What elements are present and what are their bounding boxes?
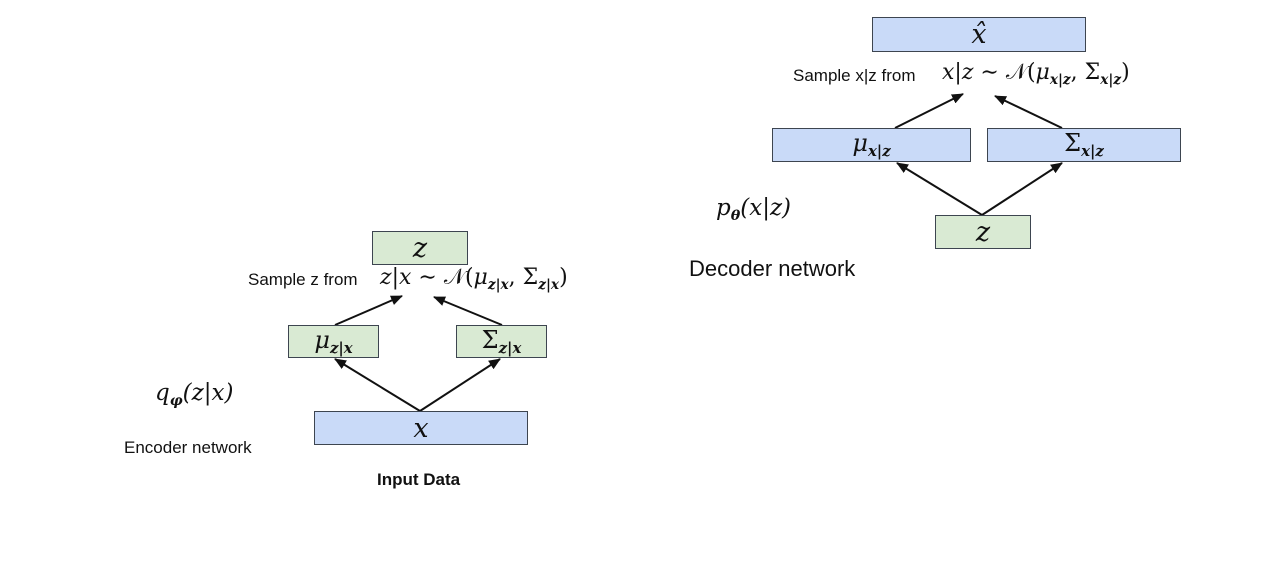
encoder-sigma-symbol: Σz|x (481, 325, 522, 358)
arrow-x-to-mu-enc (334, 358, 421, 412)
decoder-distribution-label: pθ(x|z) (716, 195, 792, 224)
encoder-output-symbol: z (412, 232, 428, 264)
encoder-input-symbol: x (413, 412, 429, 444)
decoder-sigma-box: Σx|z (987, 128, 1181, 162)
decoder-output-symbol: x̂ (971, 19, 987, 50)
input-data-caption: Input Data (377, 470, 461, 489)
arrow-sigma-to-sample-dec (994, 95, 1063, 129)
decoder-network-title: Decoder network (689, 256, 856, 281)
arrow-z-to-sigma-dec (981, 162, 1063, 216)
decoder-mu-box: μx|z (772, 128, 971, 162)
encoder-mu-box: μz|x (288, 325, 379, 358)
encoder-mu-symbol: μz|x (314, 325, 353, 358)
decoder-output-box: x̂ (872, 17, 1086, 52)
arrow-sigma-to-sample-enc (433, 296, 503, 326)
encoder-sigma-box: Σz|x (456, 325, 547, 358)
arrow-mu-to-sample-enc (334, 295, 403, 326)
decoder-input-box: z (935, 215, 1031, 249)
decoder-sample-prefix: Sample x|z from (793, 66, 916, 85)
arrow-x-to-sigma-enc (419, 358, 501, 412)
encoder-distribution-label: qφ(z|x) (155, 380, 234, 409)
encoder-sample-prefix: Sample z from (248, 270, 358, 289)
decoder-input-symbol: z (975, 216, 991, 248)
decoder-mu-symbol: μx|z (852, 129, 891, 161)
arrow-mu-to-sample-dec (894, 93, 964, 129)
decoder-sample-expression: x|z ∼ 𝒩(μx|z, Σx|z) (942, 60, 1130, 88)
encoder-input-box: x (314, 411, 528, 445)
decoder-sigma-symbol: Σx|z (1064, 129, 1104, 161)
encoder-network-title: Encoder network (124, 438, 252, 457)
encoder-sample-expression: z|x ∼ 𝒩(μz|x, Σz|x) (380, 265, 568, 293)
arrow-z-to-mu-dec (896, 162, 983, 216)
encoder-output-box: z (372, 231, 468, 265)
